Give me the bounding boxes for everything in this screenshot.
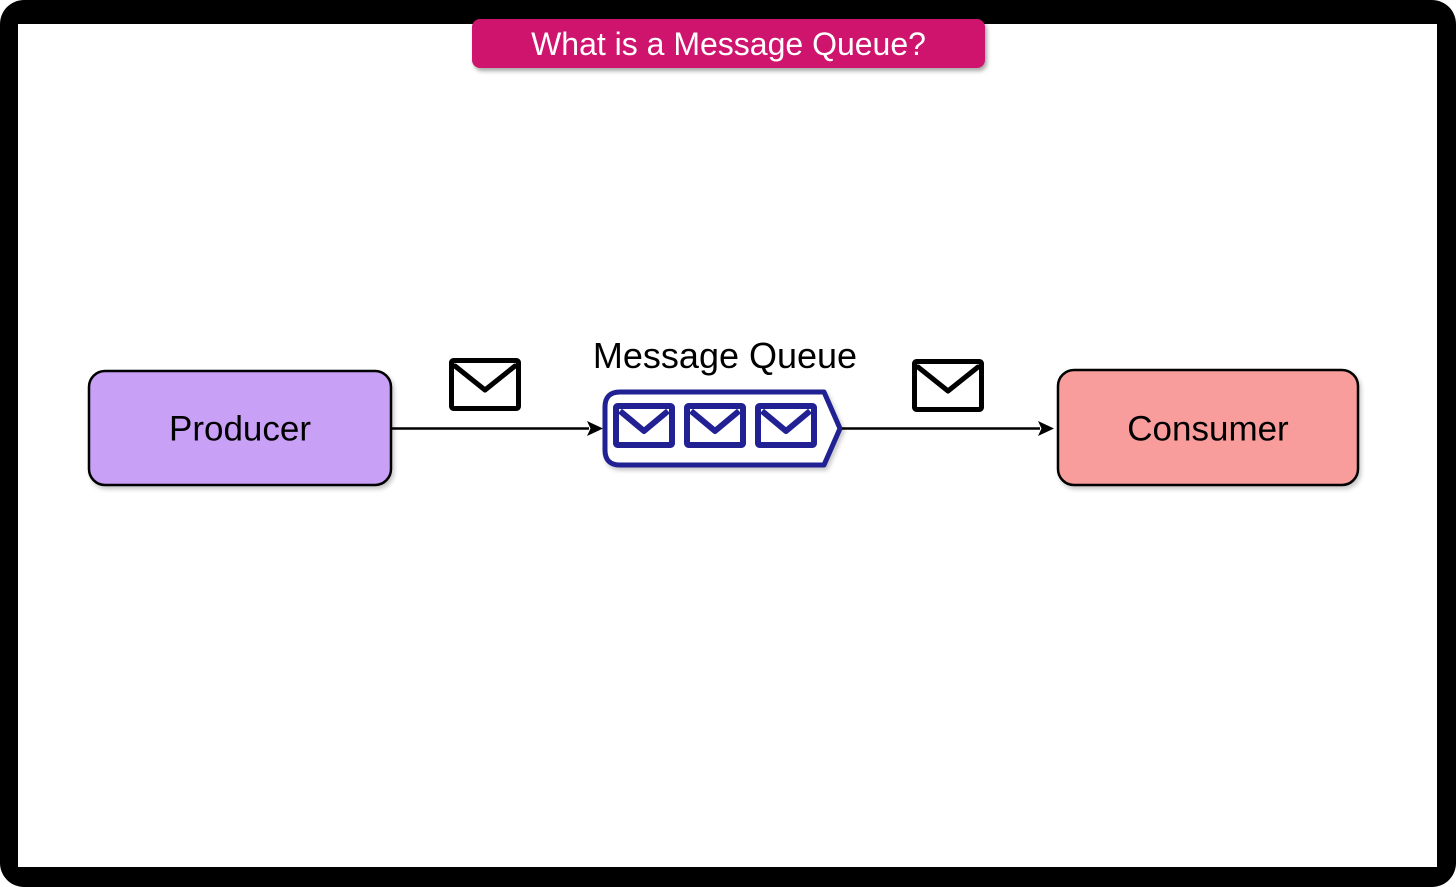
envelope-icon — [915, 362, 982, 410]
title-banner-label: What is a Message Queue? — [531, 26, 926, 62]
producer-to-queue-connector — [391, 421, 603, 436]
queue-to-consumer-connector — [842, 421, 1054, 436]
consumer-node: Consumer — [1056, 368, 1360, 487]
arrowhead-icon — [587, 421, 603, 436]
queue-message-envelope-icon — [758, 406, 814, 445]
envelope-icon — [452, 361, 519, 409]
title-banner: What is a Message Queue? — [472, 19, 985, 68]
producer-label: Producer — [169, 410, 311, 449]
queue-messages — [616, 406, 814, 445]
consumer-label: Consumer — [1127, 410, 1289, 449]
queue-label: Message Queue — [593, 335, 857, 376]
queue-message-envelope-icon — [616, 406, 672, 445]
producer-node: Producer — [87, 369, 393, 487]
consumer-box — [1056, 368, 1360, 487]
arrowhead-icon — [1038, 421, 1054, 436]
queue-message-envelope-icon — [687, 406, 743, 445]
title-banner-background — [472, 19, 985, 68]
